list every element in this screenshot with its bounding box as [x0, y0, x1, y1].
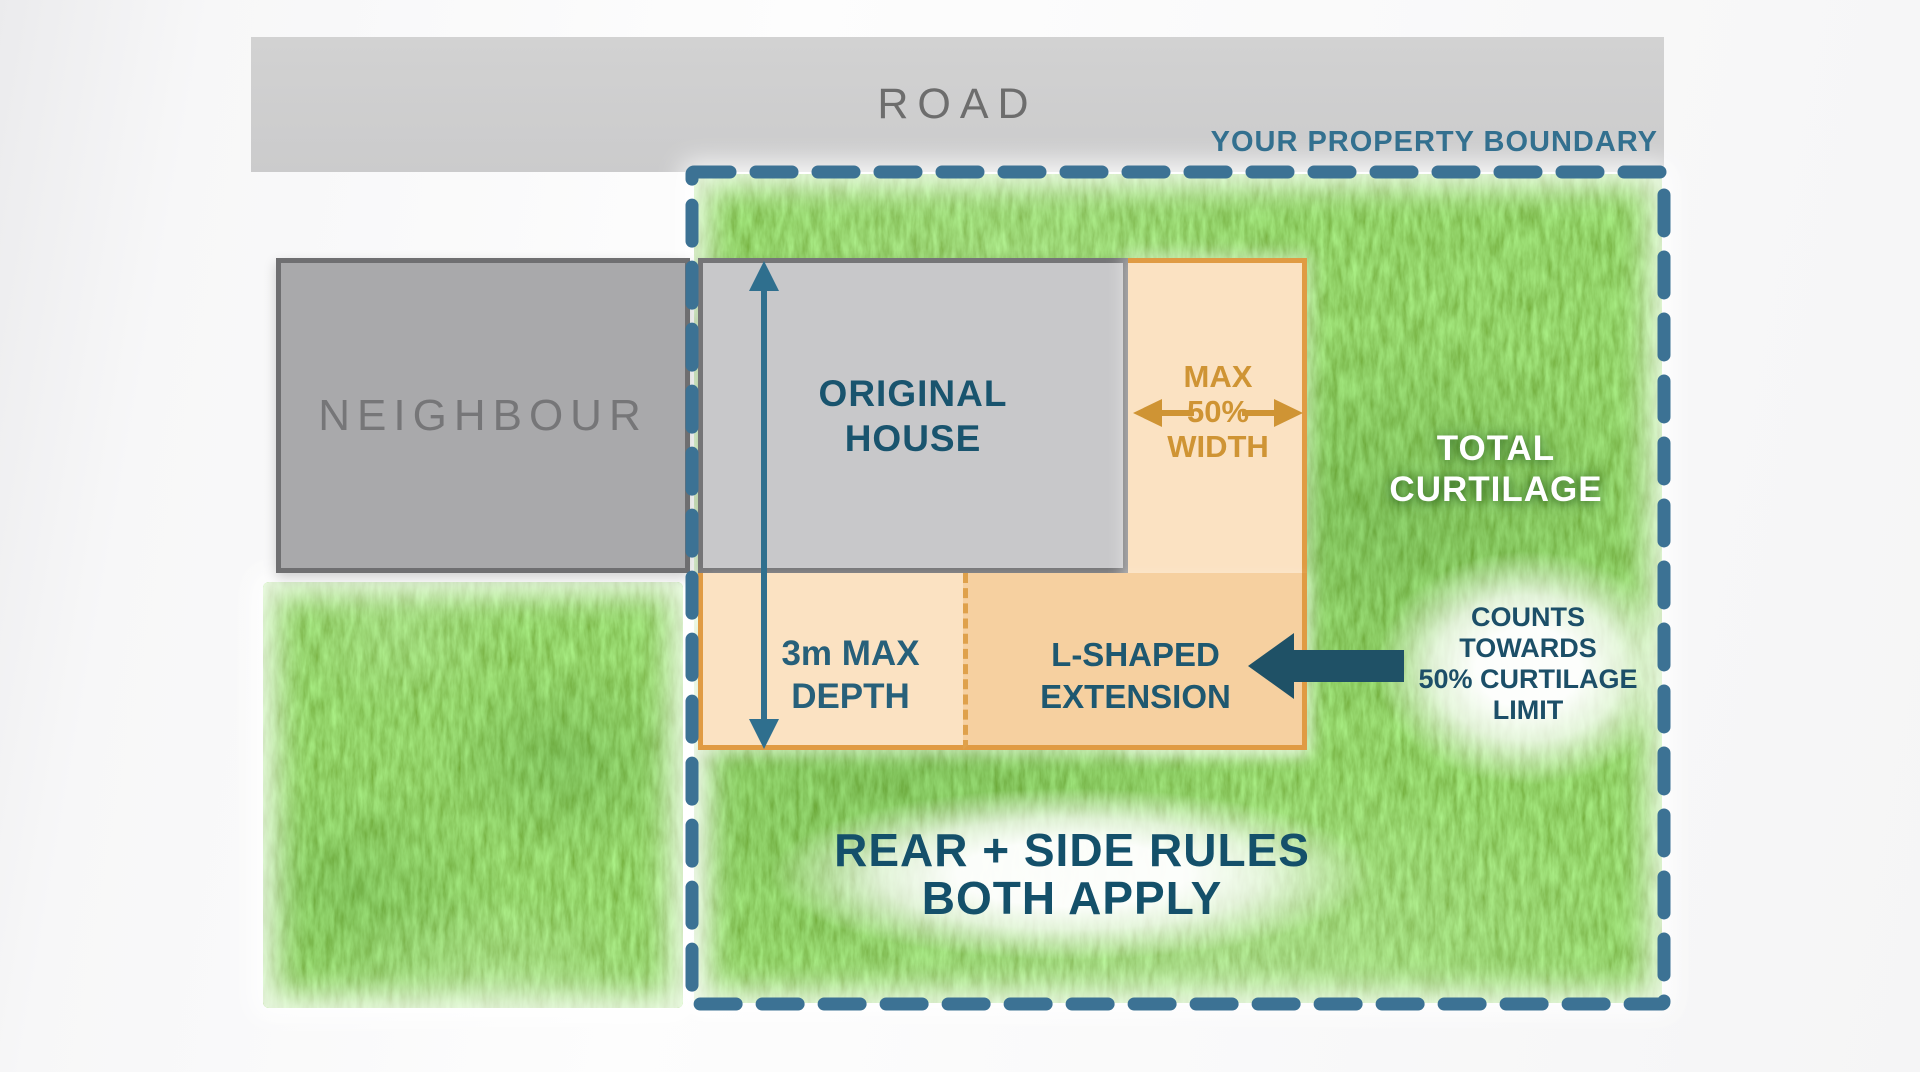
original-house: ORIGINAL HOUSE — [698, 258, 1128, 573]
grass-shading — [263, 582, 683, 1008]
max-depth-caption: 3m MAX DEPTH — [781, 634, 920, 716]
grass-edge-fade — [263, 582, 683, 1008]
neighbour-house: NEIGHBOUR — [276, 258, 690, 573]
total-curtilage-caption: TOTAL CURTILAGE — [1389, 429, 1603, 509]
road-strip: ROAD — [251, 37, 1664, 172]
road-label: ROAD — [877, 80, 1038, 128]
neighbour-garden-grass-patch — [263, 582, 683, 1008]
rear-side-rules-caption: REAR + SIDE RULES BOTH APPLY — [834, 824, 1310, 924]
l-shaped-extension-caption: L-SHAPED EXTENSION — [1040, 636, 1231, 715]
counts-towards-caption: COUNTS TOWARDS 50% CURTILAGE LIMIT — [1418, 602, 1638, 725]
max-width-caption: MAX 50% WIDTH — [1167, 359, 1269, 464]
neighbour-label: NEIGHBOUR — [318, 390, 648, 440]
original-house-label: ORIGINAL HOUSE — [818, 372, 1008, 459]
grass-texture — [263, 582, 683, 1008]
property-boundary-label: YOUR PROPERTY BOUNDARY — [1210, 126, 1658, 158]
